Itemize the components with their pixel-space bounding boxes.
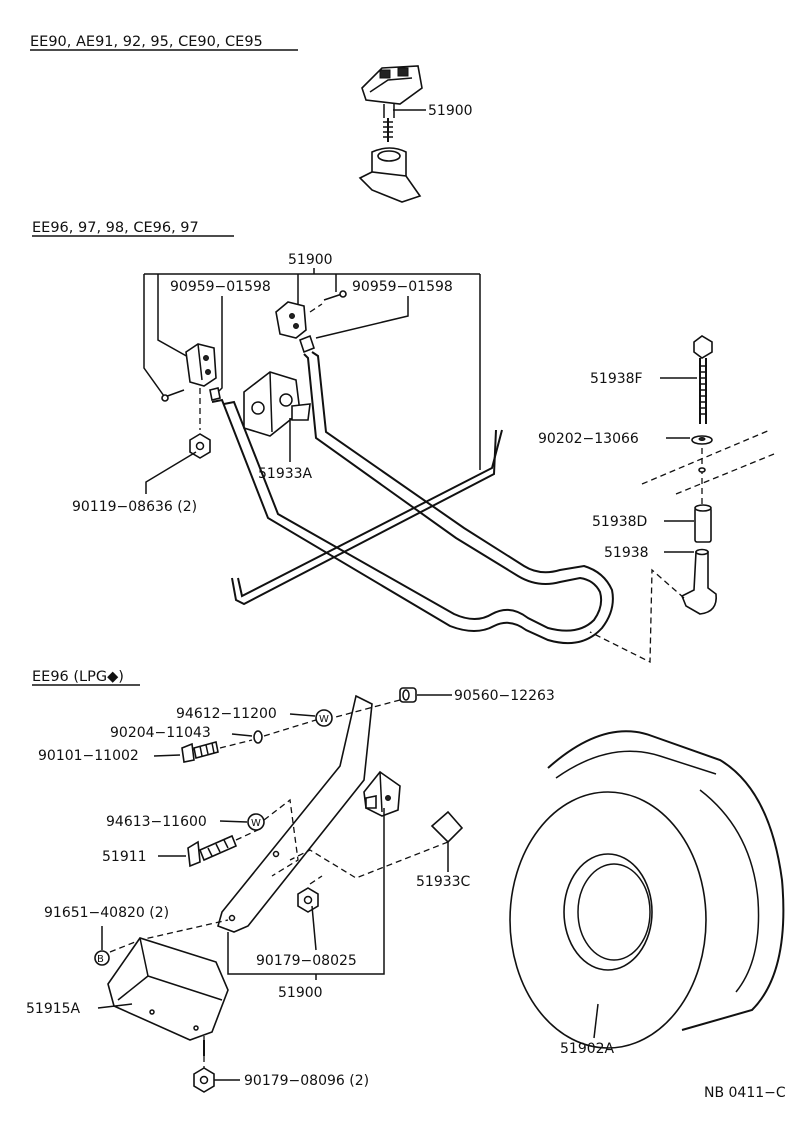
label-51900-bottom: 51900 [278,985,323,1001]
lock-washer-90204 [253,730,263,744]
leader-line [593,1003,599,1039]
label-90179-08096: 90179−08096 (2) [244,1073,369,1089]
dashed-leader [263,719,317,737]
spacer-51938d [694,504,712,543]
label-94613-11600: 94613−11600 [106,814,207,830]
washer-94613: W [247,813,265,831]
dashed-leader [289,841,449,879]
section-header-ee96-lpg: EE96 (LPG◆) [32,669,124,685]
label-90959-left: 90959−01598 [170,279,271,295]
carrier-frame [211,351,614,644]
diagram-reference-code: NB 0411−C [704,1085,786,1101]
floor-plane-line [675,453,775,495]
nut-90179-08096 [193,1067,215,1093]
svg-text:W: W [251,818,261,829]
section-header-ee96: EE96, 97, 98, CE96, 97 [32,220,199,236]
svg-text:B: B [97,954,104,965]
floor-plane-line [641,429,771,485]
hanger-bracket-left [161,343,221,402]
label-90204-11043: 90204−11043 [110,725,211,741]
leader-line [143,274,165,397]
bolt-51938f [693,335,713,424]
label-51900-middle: 51900 [288,252,333,268]
bracket-line [227,808,385,975]
label-51938d: 51938D [592,514,647,530]
spare-tire-51902a [509,730,785,1049]
label-90179-08025: 90179−08025 [256,953,357,969]
label-51933a: 51933A [258,466,313,482]
dashed-leader [589,568,685,664]
label-90119-08636: 90119−08636 (2) [72,499,197,515]
section-header-ee90: EE90, AE91, 92, 95, CE90, CE95 [30,34,263,50]
label-51933c: 51933C [416,874,471,890]
svg-text:W: W [319,714,329,725]
washer-94612: W [315,709,333,727]
label-94612-11200: 94612−11200 [176,706,277,722]
label-51938: 51938 [604,545,649,561]
label-51900-top: 51900 [428,103,473,119]
hanger-bracket-right [275,290,347,354]
label-51902a: 51902A [560,1041,615,1057]
label-90202-13066: 90202−13066 [538,431,639,447]
hook-51938 [680,548,717,615]
hole [698,467,706,473]
clamp-assembly-top [358,65,423,203]
label-90560-12263: 90560−12263 [454,688,555,704]
cover-plate-51915a [107,937,229,1041]
dashed-leader [309,875,323,885]
leader-line [311,905,317,951]
bolt-91651: B [94,950,110,966]
washer-90202 [691,435,713,445]
leader-line [289,713,316,717]
label-90959-right: 90959−01598 [352,279,453,295]
bracket-51933a [243,371,311,437]
pad-51933c [430,810,464,844]
leader-line [145,451,197,494]
dashed-leader [331,699,401,719]
leader-line [153,754,181,757]
label-91651-40820: 91651−40820 (2) [44,905,169,921]
nut-90179-08025 [297,887,319,913]
label-51911: 51911 [102,849,147,865]
label-51938f: 51938F [590,371,643,387]
leader-line [219,820,248,823]
label-51915a: 51915A [26,1001,81,1017]
leader-line [215,296,223,395]
dashed-leader [219,739,253,749]
leader-line [315,296,409,339]
leader-line [231,733,253,737]
dashed-leader [235,827,263,841]
label-90101-11002: 90101−11002 [38,748,139,764]
bracket-51900-c [363,770,401,817]
long-bracket-51900 [217,694,373,933]
dashed-leader [263,798,299,877]
cushion-90560 [399,687,417,703]
leader-line [157,274,191,359]
bolt-90101 [181,741,219,763]
bracket-line [144,268,480,275]
wing-bolt-51911 [187,834,238,868]
leader-line [97,1003,133,1009]
